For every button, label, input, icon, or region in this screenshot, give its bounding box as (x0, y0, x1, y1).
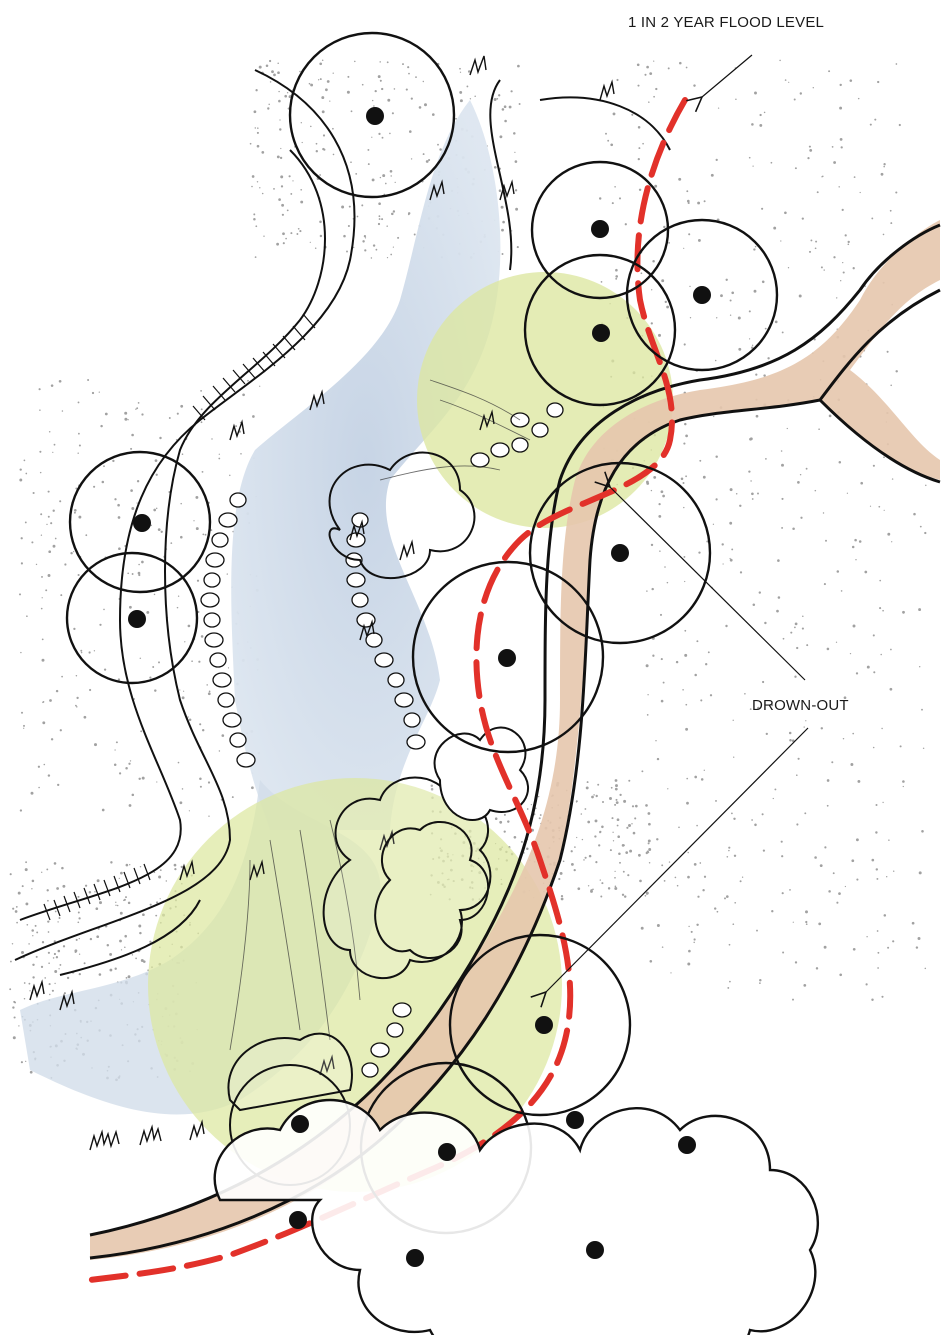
drown-out-arrow-lower (546, 728, 808, 992)
drown-out-label: DROWN-OUT (752, 697, 849, 714)
flood-level-arrow (702, 55, 752, 97)
flood-level-label: 1 IN 2 YEAR FLOOD LEVEL (628, 14, 824, 31)
drown-out-arrow-upper (610, 487, 805, 680)
